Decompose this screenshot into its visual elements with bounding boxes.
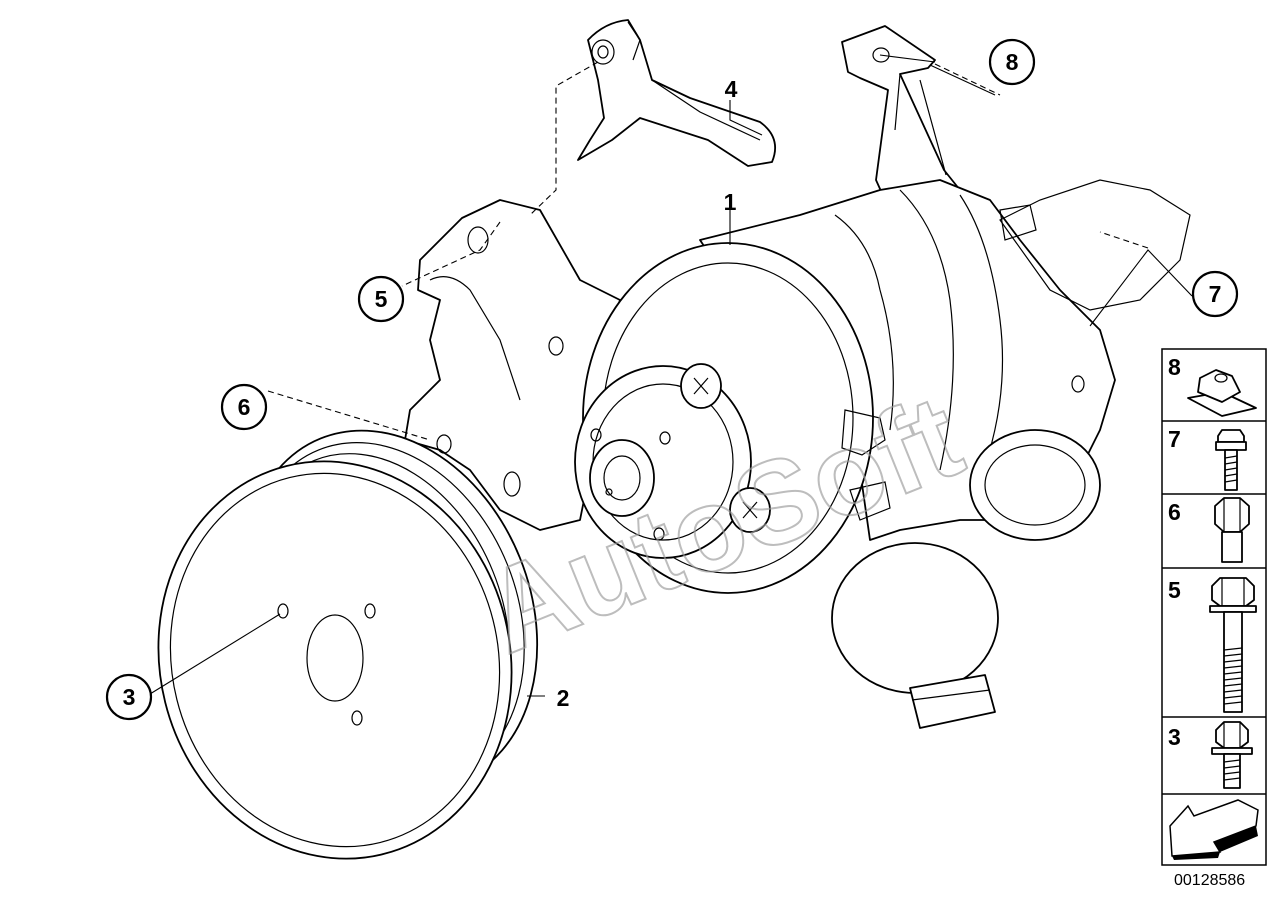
- power-steering-pump-part-1[interactable]: [574, 179, 1191, 729]
- callout-4[interactable]: 4: [725, 76, 738, 102]
- callout-1[interactable]: 1: [724, 189, 737, 215]
- pump-mounting-plate: [404, 199, 621, 531]
- legend-label-5: 5: [1168, 577, 1181, 603]
- flange-bolt-icon: [1215, 429, 1247, 491]
- document-number: 00128586: [1174, 872, 1245, 889]
- callout-7-label: 7: [1209, 281, 1222, 307]
- callout-5[interactable]: 5: [357, 275, 405, 323]
- small-flange-bolt-icon: [1211, 721, 1253, 789]
- callout-8[interactable]: 8: [988, 38, 1036, 86]
- legend-row-7[interactable]: 7: [1168, 426, 1247, 491]
- fastener-legend: 8 7 6 5: [1161, 348, 1267, 866]
- callout-7[interactable]: 7: [1191, 270, 1239, 318]
- callout-2[interactable]: 2: [557, 685, 570, 711]
- callout-6[interactable]: 6: [220, 383, 268, 431]
- callout-1-label: 1: [724, 189, 737, 215]
- leader-lines: [149, 54, 1193, 697]
- callout-8-label: 8: [1006, 49, 1019, 75]
- legend-label-7: 7: [1168, 426, 1181, 452]
- bracket-part-4[interactable]: [577, 19, 776, 167]
- legend-label-6: 6: [1168, 499, 1181, 525]
- callout-2-label: 2: [557, 685, 570, 711]
- callout-3-label: 3: [123, 684, 136, 710]
- legend-row-8[interactable]: 8: [1168, 354, 1257, 417]
- callout-3[interactable]: 3: [105, 673, 153, 721]
- legend-label-3: 3: [1168, 724, 1181, 750]
- legend-label-8: 8: [1168, 354, 1181, 380]
- hex-bolt-icon: [1214, 497, 1250, 563]
- legend-row-3[interactable]: 3: [1168, 721, 1253, 789]
- callout-4-label: 4: [725, 76, 738, 102]
- callout-6-label: 6: [238, 394, 251, 420]
- callout-5-label: 5: [375, 286, 388, 312]
- legend-row-6[interactable]: 6: [1168, 497, 1250, 563]
- pulley-part-2[interactable]: [117, 386, 589, 896]
- legend-row-5[interactable]: 5: [1168, 577, 1257, 713]
- long-bolt-icon: [1209, 577, 1257, 713]
- legend-arrow-row: [1169, 799, 1259, 860]
